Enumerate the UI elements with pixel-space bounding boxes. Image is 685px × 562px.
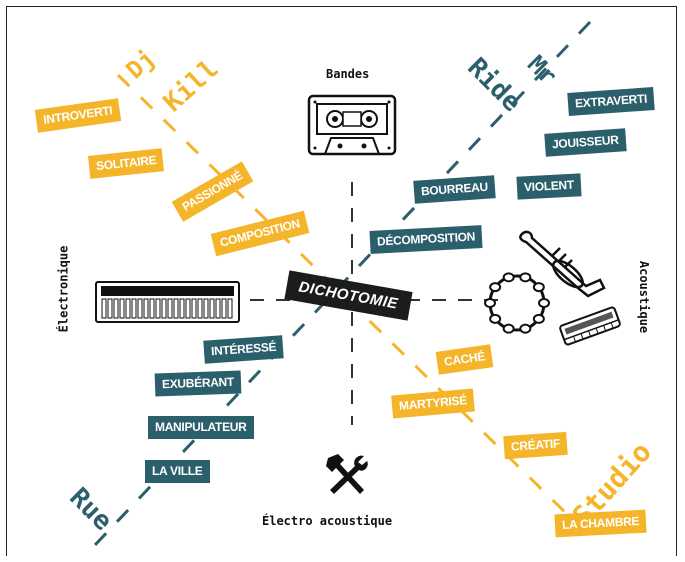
synth-key xyxy=(107,298,113,319)
synth-key xyxy=(131,298,137,319)
tambourine-jingle xyxy=(532,313,545,324)
axis-label-top: Bandes xyxy=(326,67,370,81)
tag-creatif: CRÉATIF xyxy=(503,431,568,460)
synth-key xyxy=(215,298,221,319)
synth-key xyxy=(227,298,233,319)
tools-icon xyxy=(326,454,368,494)
synth-key xyxy=(113,298,119,319)
synth-key xyxy=(203,298,209,319)
tambourine-jingle xyxy=(532,282,545,293)
axis-label-left: Électronique xyxy=(56,245,71,333)
trumpet-icon xyxy=(519,230,606,298)
harmonica-icon xyxy=(559,306,621,346)
synth-key xyxy=(149,298,155,319)
cassette-icon xyxy=(307,94,397,156)
axis-label-bottom: Électro acoustique xyxy=(262,514,393,528)
diagonal-yellow-line xyxy=(116,73,570,517)
synth-key xyxy=(173,298,179,319)
tag-exuberant: EXUBÉRANT xyxy=(154,370,242,397)
synth-key xyxy=(185,298,191,319)
synth-key xyxy=(209,298,215,319)
synth-key xyxy=(137,298,143,319)
tambourine-icon xyxy=(484,272,550,334)
frame xyxy=(6,6,677,556)
tambourine-jingle xyxy=(519,272,532,283)
synth-key xyxy=(161,298,167,319)
tambourine-jingle xyxy=(489,313,502,324)
synth-key xyxy=(179,298,185,319)
tambourine-jingle xyxy=(519,323,532,334)
synthesizer-icon xyxy=(95,281,240,323)
tag-violent: VIOLENT xyxy=(516,173,582,200)
tambourine-jingle xyxy=(489,282,502,293)
tag-manipulateur: MANIPULATEUR xyxy=(148,416,254,439)
tambourine-jingle xyxy=(538,298,550,308)
synth-key xyxy=(119,298,125,319)
axis-label-right: Acoustique xyxy=(637,260,652,334)
synth-key xyxy=(221,298,227,319)
synth-key xyxy=(167,298,173,319)
tag-lachambre: LA CHAMBRE xyxy=(554,509,647,538)
tambourine-jingle xyxy=(484,298,496,308)
synth-key xyxy=(143,298,149,319)
synth-key xyxy=(197,298,203,319)
tag-laville: LA VILLE xyxy=(145,460,210,483)
synth-key xyxy=(191,298,197,319)
synth-key xyxy=(155,298,161,319)
tambourine-jingle xyxy=(502,272,515,283)
synth-key xyxy=(101,298,107,319)
tambourine-jingle xyxy=(502,323,515,334)
synth-key xyxy=(125,298,131,319)
